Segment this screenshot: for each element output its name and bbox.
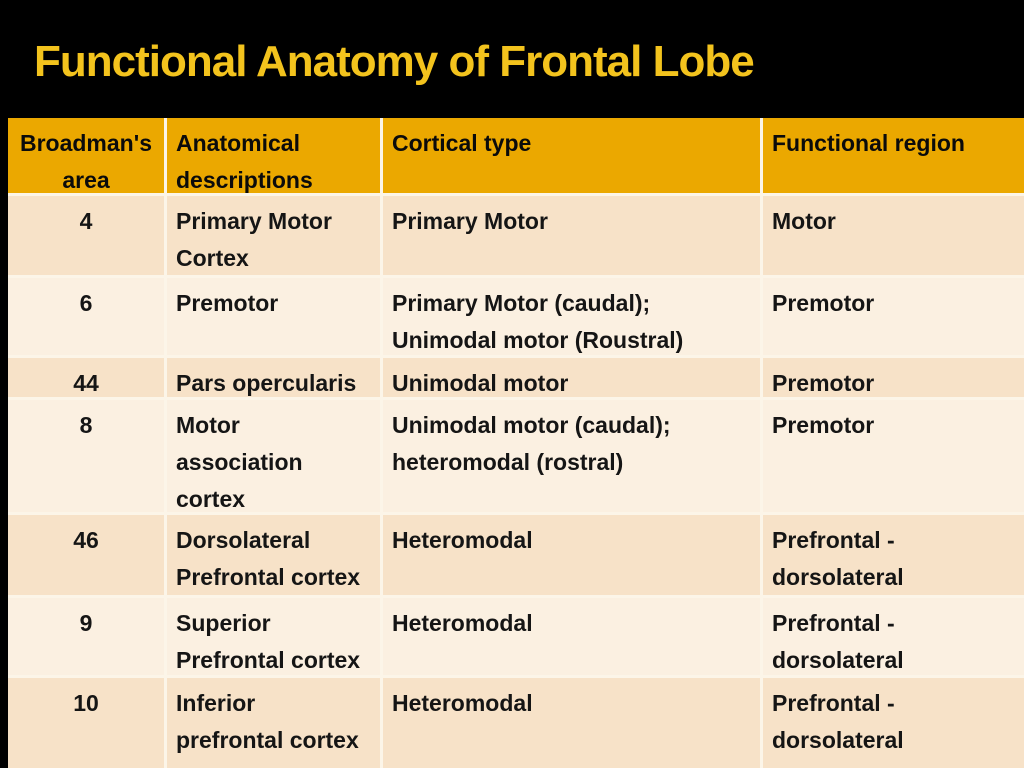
cell-anatomical: Primary Motor Cortex bbox=[167, 196, 380, 275]
cell-functional: Premotor bbox=[763, 278, 1024, 355]
column-header-functional-region: Functional region bbox=[763, 118, 1024, 193]
cell-cortical: Heteromodal bbox=[383, 598, 760, 675]
column-header-broadmans-area: Broadman's area bbox=[8, 118, 164, 193]
slide-title-bar: Functional Anatomy of Frontal Lobe bbox=[0, 0, 1024, 118]
cell-cortical: Unimodal motor (caudal); heteromodal (ro… bbox=[383, 400, 760, 512]
cell-functional: Prefrontal - dorsolateral bbox=[763, 678, 1024, 768]
cell-functional: Prefrontal - dorsolateral bbox=[763, 598, 1024, 675]
cell-functional: Motor bbox=[763, 196, 1024, 275]
cell-anatomical: Superior Prefrontal cortex bbox=[167, 598, 380, 675]
cell-anatomical: Premotor bbox=[167, 278, 380, 355]
cell-anatomical: Dorsolateral Prefrontal cortex bbox=[167, 515, 380, 595]
column-header-anatomical: Anatomical descriptions bbox=[167, 118, 380, 193]
cell-cortical: Heteromodal bbox=[383, 678, 760, 768]
cell-area: 10 bbox=[8, 678, 164, 768]
cell-area: 44 bbox=[8, 358, 164, 397]
cell-area: 46 bbox=[8, 515, 164, 595]
column-header-cortical-type: Cortical type bbox=[383, 118, 760, 193]
cell-cortical: Primary Motor bbox=[383, 196, 760, 275]
cell-cortical: Heteromodal bbox=[383, 515, 760, 595]
anatomy-table: Broadman's area Anatomical descriptions … bbox=[8, 118, 1024, 768]
cell-anatomical: Inferior prefrontal cortex bbox=[167, 678, 380, 768]
cell-functional: Premotor bbox=[763, 358, 1024, 397]
cell-anatomical: Pars opercularis bbox=[167, 358, 380, 397]
cell-area: 6 bbox=[8, 278, 164, 355]
cell-functional: Premotor bbox=[763, 400, 1024, 512]
cell-cortical: Primary Motor (caudal); Unimodal motor (… bbox=[383, 278, 760, 355]
cell-area: 4 bbox=[8, 196, 164, 275]
page-title: Functional Anatomy of Frontal Lobe bbox=[34, 37, 755, 86]
cell-cortical: Unimodal motor bbox=[383, 358, 760, 397]
cell-area: 8 bbox=[8, 400, 164, 512]
cell-anatomical: Motor association cortex bbox=[167, 400, 380, 512]
cell-functional: Prefrontal - dorsolateral bbox=[763, 515, 1024, 595]
cell-area: 9 bbox=[8, 598, 164, 675]
